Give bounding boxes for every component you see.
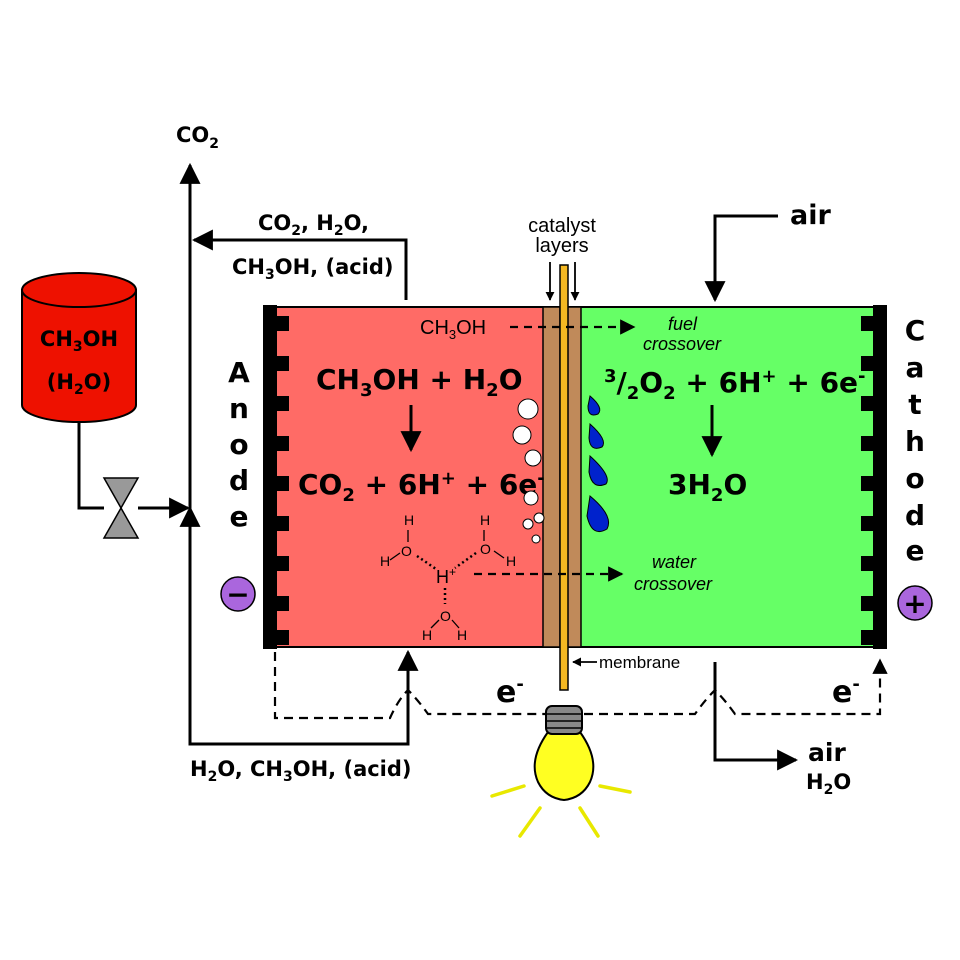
anode-exhaust-pipe [191, 229, 408, 300]
catalyst-label-line2: layers [535, 235, 588, 257]
valve-icon [102, 477, 140, 539]
co2-bubbles [512, 398, 545, 544]
co2-vent-label: CO2 [176, 123, 219, 152]
svg-text:e: e [906, 534, 925, 567]
svg-text:H: H [404, 512, 414, 528]
svg-text:d: d [905, 499, 925, 532]
catalyst-label-line1: catalyst [528, 215, 596, 237]
tank-label-water: (H2O) [47, 370, 111, 398]
cathode-reaction-reactants: 3/2O2 + 6H+ + 6e- [604, 366, 866, 404]
cathode-label: C a t h o d e [905, 314, 926, 567]
svg-text:H+: H+ [436, 565, 456, 587]
negative-terminal-icon [220, 576, 256, 612]
cathode-reaction-product: 3H2O [668, 468, 747, 506]
exhaust-label-line1: CO2, H2O, [258, 211, 369, 239]
positive-terminal-sign: + [903, 587, 926, 620]
cathode-compartment [581, 307, 881, 647]
svg-text:n: n [229, 392, 249, 425]
svg-text:o: o [229, 428, 248, 461]
air-inlet-label: air [790, 200, 831, 231]
svg-text:t: t [908, 388, 921, 421]
svg-text:d: d [229, 464, 249, 497]
anode-reaction-products: CO2 + 6H+ + 6e- [298, 468, 545, 506]
svg-text:O: O [401, 543, 412, 559]
svg-text:e: e [230, 500, 249, 533]
svg-text:H: H [422, 627, 432, 643]
svg-text:H: H [506, 553, 516, 569]
fuel-crossover-label-2: crossover [643, 334, 722, 354]
exhaust-label-line2: CH3OH, (acid) [232, 255, 394, 283]
water-crossover-label-2: crossover [634, 574, 713, 594]
svg-text:h: h [905, 425, 925, 458]
tank-outlet-pipe [77, 421, 104, 510]
svg-text:C: C [905, 314, 926, 347]
svg-text:A: A [228, 356, 250, 389]
anode-flow-plate [263, 305, 289, 649]
fuel-tank [21, 272, 137, 423]
light-bulb-icon [533, 705, 595, 802]
external-circuit-left [273, 652, 545, 720]
electron-label-right: e- [832, 674, 860, 710]
svg-text:o: o [905, 462, 924, 495]
cathode-catalyst-layer [566, 306, 582, 648]
return-loop-pipe [179, 505, 419, 746]
water-droplets [586, 395, 610, 533]
svg-text:H: H [480, 512, 490, 528]
h2o-outlet-label: H2O [806, 770, 851, 798]
anode-label: A n o d e [228, 356, 250, 533]
cathode-flow-plate [861, 305, 887, 649]
fuel-crossover-label-1: fuel [668, 314, 698, 334]
light-rays [490, 784, 632, 838]
positive-terminal-icon [897, 585, 933, 621]
hydronium-cluster: H H O H H O H+ O H H [380, 512, 516, 643]
air-inlet-arrow [704, 214, 778, 303]
svg-text:H: H [380, 553, 390, 569]
electron-label-left: e- [496, 674, 524, 710]
return-line-label: H2O, CH3OH, (acid) [190, 757, 412, 785]
svg-text:O: O [480, 541, 491, 557]
external-circuit-right [584, 658, 888, 716]
water-crossover-label-1: water [652, 552, 697, 572]
membrane-label: membrane [599, 653, 680, 672]
tank-label-methanol: CH3OH [40, 327, 118, 355]
svg-text:H: H [457, 627, 467, 643]
air-outlet-label: air [808, 738, 846, 767]
negative-terminal-sign: − [226, 578, 249, 611]
svg-text:a: a [906, 351, 925, 384]
anode-reaction-reactants: CH3OH + H2O [316, 363, 523, 401]
cathode-exhaust-arrow [713, 662, 799, 771]
fuel-crossover-ch3oh: CH3OH [420, 317, 486, 342]
membrane [559, 264, 569, 691]
svg-text:O: O [440, 608, 451, 624]
anode-catalyst-layer [542, 306, 561, 648]
